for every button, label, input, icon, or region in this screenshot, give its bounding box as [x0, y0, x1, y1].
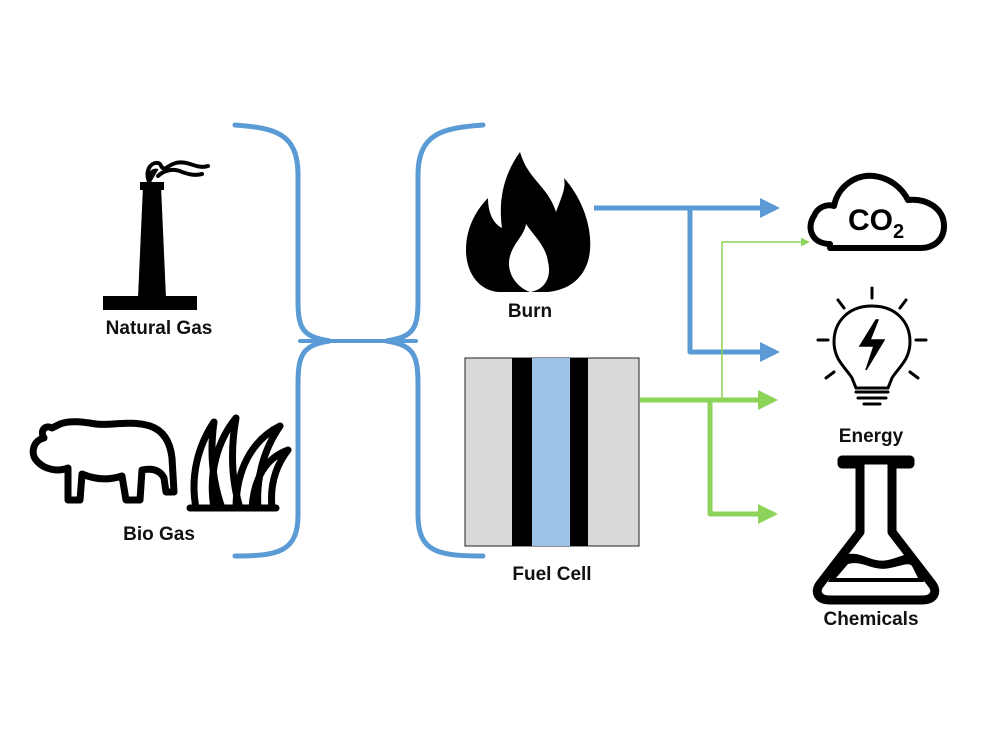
bio-gas-label: Bio Gas	[123, 524, 195, 545]
lightbulb-bolt-icon	[816, 286, 928, 406]
bear-icon	[29, 418, 178, 504]
natural-gas-label: Natural Gas	[105, 318, 213, 339]
chemicals-label: Chemicals	[823, 609, 919, 630]
burn-label: Burn	[507, 301, 553, 322]
factory-chimney-icon	[103, 160, 210, 310]
grass-icon	[186, 414, 292, 512]
flask-icon	[812, 455, 940, 605]
co2-cloud-icon: CO2	[807, 172, 947, 251]
co2-label: CO2	[848, 204, 904, 243]
fuel-cell-icon	[464, 357, 640, 547]
energy-label: Energy	[838, 426, 904, 447]
flame-icon	[466, 152, 591, 292]
fuel-cell-flow-lines	[640, 237, 810, 524]
burn-flow-lines	[594, 198, 780, 362]
fuel-cell-label: Fuel Cell	[512, 564, 592, 585]
